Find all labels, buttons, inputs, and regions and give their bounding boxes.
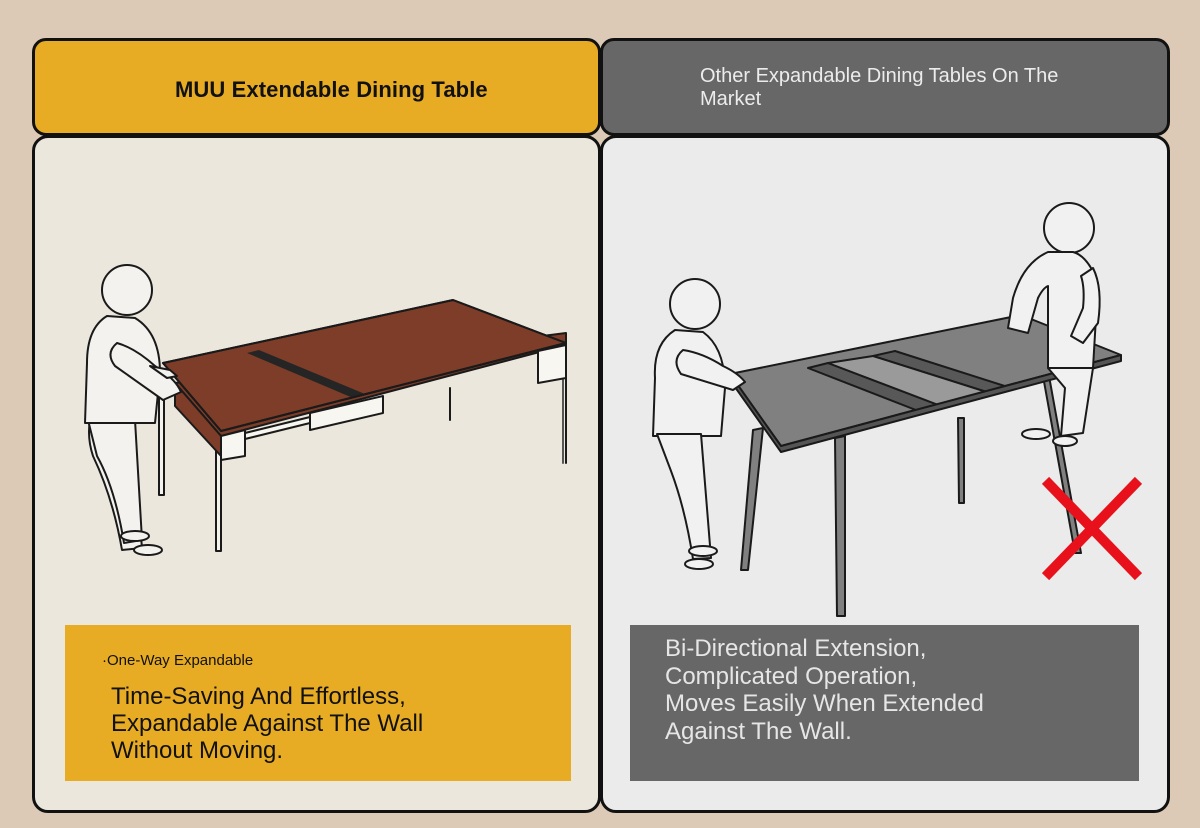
other-tables-caption-box: Bi-Directional Extension, Complicated Op… [630, 625, 1139, 781]
muu-table-header: MUU Extendable Dining Table [32, 38, 601, 136]
muu-caption-text: Time-Saving And Effortless, Expandable A… [111, 683, 424, 764]
one-way-extension-illustration [84, 264, 567, 556]
bi-directional-extension-illustration [652, 202, 1143, 617]
muu-table-panel: ·One-Way Expandable Time-Saving And Effo… [32, 135, 601, 813]
other-tables-caption-text: Bi-Directional Extension, Complicated Op… [665, 635, 984, 745]
muu-caption-box: ·One-Way Expandable Time-Saving And Effo… [65, 625, 571, 781]
other-tables-panel: Bi-Directional Extension, Complicated Op… [600, 135, 1170, 813]
muu-table-title: MUU Extendable Dining Table [175, 77, 488, 102]
other-tables-header: Other Expandable Dining Tables On The Ma… [600, 38, 1170, 136]
red-x-icon [1041, 476, 1143, 581]
other-tables-title: Other Expandable Dining Tables On The Ma… [700, 65, 1059, 110]
one-way-tag: ·One-Way Expandable [102, 652, 254, 669]
